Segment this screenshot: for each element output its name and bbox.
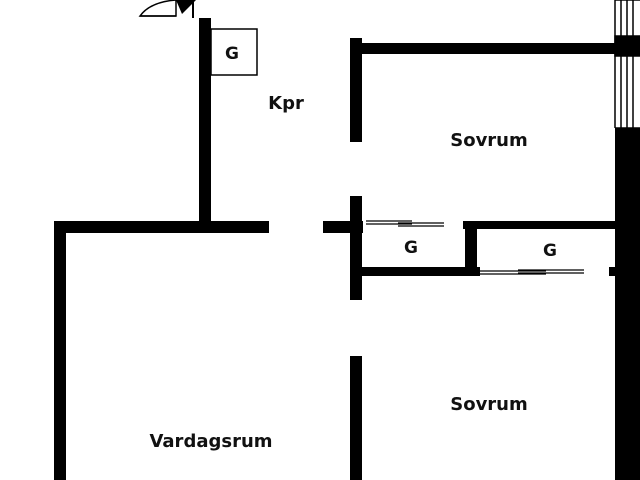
wall-vardagsrum-left xyxy=(54,221,66,480)
sliding-door-right-closet xyxy=(480,269,584,275)
wall-kpr-left xyxy=(199,18,211,228)
closet-label-middle-left: G xyxy=(404,238,418,258)
wall-vardagsrum-top xyxy=(54,221,269,233)
room-label-sovrum-top: Sovrum xyxy=(450,130,528,151)
closet-label-top-left: G xyxy=(225,44,239,64)
closet-box-top-left xyxy=(210,28,258,76)
wall-middle-vertical xyxy=(350,196,362,300)
wall-closet-bottom xyxy=(350,267,480,276)
wall-right-stub xyxy=(609,267,617,276)
wall-sovrum-bottom-left xyxy=(350,356,362,480)
room-label-kpr: Kpr xyxy=(268,93,304,114)
sliding-door-left-closet xyxy=(366,220,444,227)
room-label-vardagsrum: Vardagsrum xyxy=(149,431,272,452)
entrance-door xyxy=(138,0,196,18)
wall-sovrum-top xyxy=(350,43,615,54)
room-label-sovrum-bottom: Sovrum xyxy=(450,394,528,415)
wall-right-outer xyxy=(615,128,640,480)
closet-label-middle-right: G xyxy=(543,241,557,261)
window-right xyxy=(614,0,640,129)
wall-sovrum-left-upper xyxy=(350,38,362,142)
wall-closet-right-top xyxy=(463,221,615,229)
walls xyxy=(54,18,640,480)
wall-closet-divider xyxy=(465,221,477,275)
